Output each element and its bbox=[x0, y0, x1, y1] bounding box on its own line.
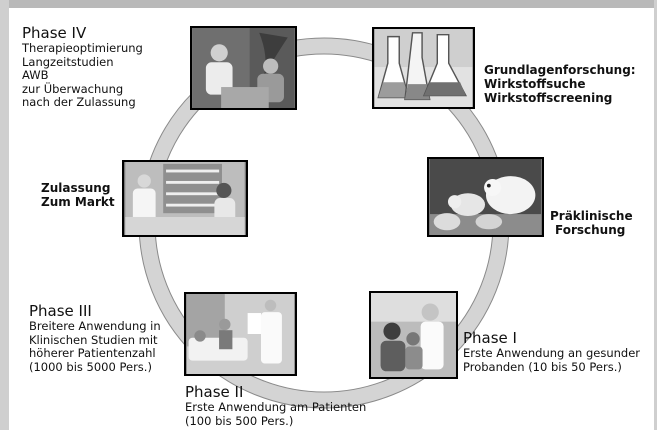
phase2-label: Phase II Erste Anwendung am Patienten (1… bbox=[185, 383, 366, 428]
preclinical-line-2: Forschung bbox=[555, 223, 626, 238]
phase1-photo bbox=[369, 291, 458, 379]
phase1-line-2: Probanden (10 bis 50 Pers.) bbox=[463, 359, 622, 374]
preclinical-label: Präklinische Forschung bbox=[550, 209, 633, 237]
research-line-1: Grundlagenforschung: bbox=[484, 63, 636, 77]
phase2-line-1: Erste Anwendung am Patienten bbox=[185, 400, 367, 414]
phase3-line-4: (1000 bis 5000 Pers.) bbox=[29, 359, 152, 374]
phase3-label: Phase III Breitere Anwendung in Klinisch… bbox=[29, 302, 161, 374]
phase4-line-2: Langzeitstudien bbox=[22, 54, 114, 69]
phase1-line-1: Erste Anwendung an gesunder bbox=[463, 346, 641, 360]
phase4-line-1: Therapieoptimierung bbox=[22, 41, 143, 55]
research-label: Grundlagenforschung: Wirkstoffsuche Wirk… bbox=[484, 63, 636, 105]
phase4-line-5: nach der Zulassung bbox=[22, 95, 136, 110]
approval-photo bbox=[122, 160, 248, 237]
phase2-line-2: (100 bis 500 Pers.) bbox=[185, 413, 294, 428]
phase3-line-2: Klinischen Studien mit bbox=[29, 332, 158, 347]
phase1-title: Phase I bbox=[463, 329, 517, 347]
preclinical-photo bbox=[427, 157, 544, 237]
phase4-line-4: zur Überwachung bbox=[22, 81, 124, 96]
phase3-line-1: Breitere Anwendung in bbox=[29, 319, 161, 333]
research-photo bbox=[372, 27, 475, 109]
approval-label: Zulassung Zum Markt bbox=[41, 181, 115, 209]
lab-flasks-icon bbox=[374, 29, 473, 107]
phase4-label: Phase IV Therapieoptimierung Langzeitstu… bbox=[22, 24, 143, 110]
phase1-label: Phase I Erste Anwendung an gesunder Prob… bbox=[463, 329, 640, 374]
left-border bbox=[0, 0, 9, 430]
lab-rats-icon bbox=[429, 159, 542, 235]
approval-line-1: Zulassung bbox=[41, 181, 111, 195]
research-line-3: Wirkstoffscreening bbox=[484, 91, 613, 106]
research-line-2: Wirkstoffsuche bbox=[484, 77, 586, 92]
doctor-consultation-icon bbox=[192, 28, 295, 108]
top-border bbox=[0, 0, 657, 8]
phase4-title: Phase IV bbox=[22, 24, 87, 42]
phase4-photo bbox=[190, 26, 297, 110]
phase3-line-3: höherer Patientenzahl bbox=[29, 346, 156, 361]
phase3-title: Phase III bbox=[29, 302, 92, 320]
phase4-line-3: AWB bbox=[22, 68, 49, 83]
preclinical-line-1: Präklinische bbox=[550, 209, 633, 223]
approval-line-2: Zum Markt bbox=[41, 195, 115, 210]
phase3-photo bbox=[184, 292, 297, 376]
hospital-bed-icon bbox=[186, 294, 295, 374]
phase2-title: Phase II bbox=[185, 383, 244, 401]
pharmacy-counter-icon bbox=[125, 162, 245, 235]
right-border bbox=[654, 0, 657, 430]
volunteer-trial-icon bbox=[371, 293, 456, 377]
